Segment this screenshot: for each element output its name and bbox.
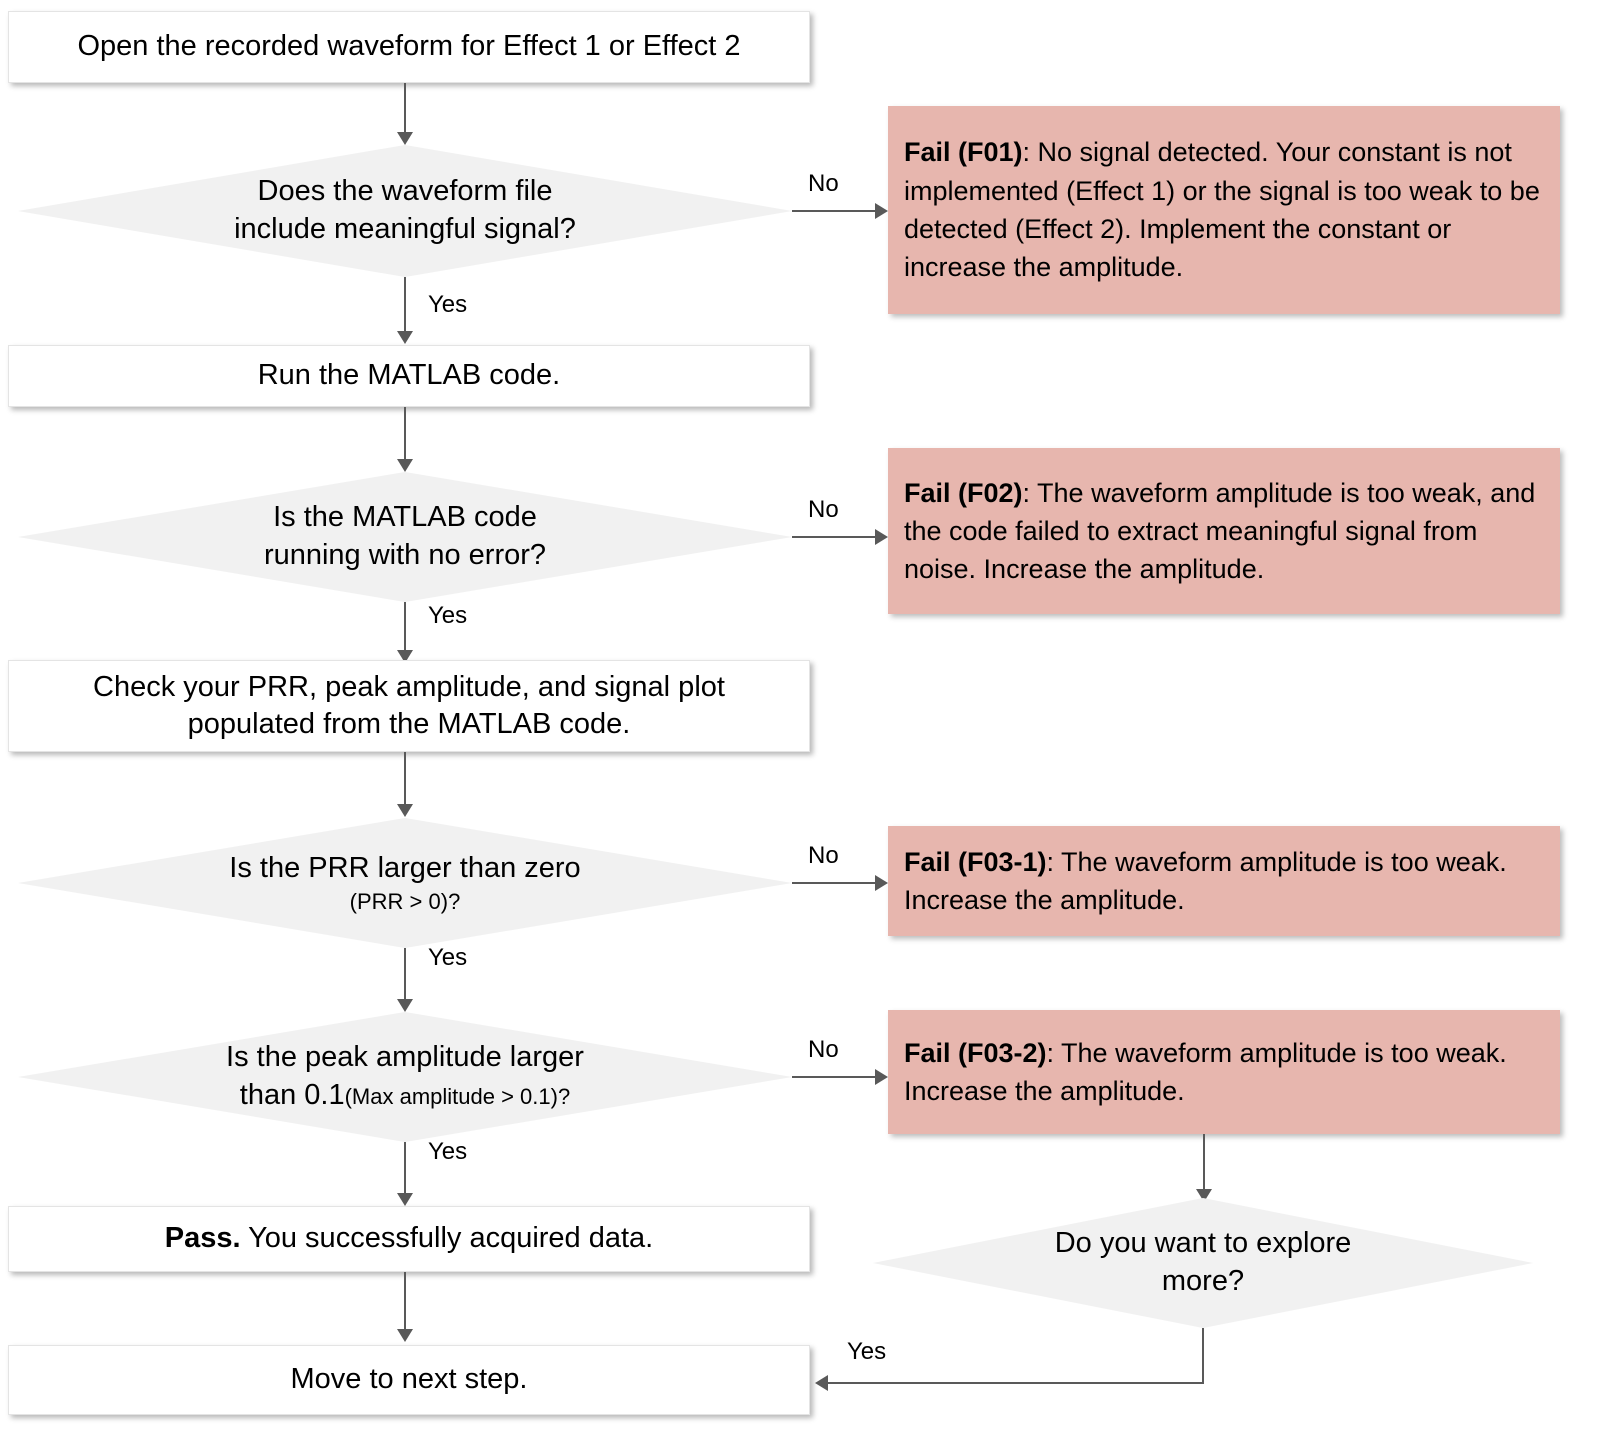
node-decision-meaningful-signal[interactable]: Does the waveform file include meaningfu… — [18, 145, 792, 277]
node-fail-f03-2-text: Fail (F03-2): The waveform amplitude is … — [904, 1034, 1544, 1111]
node-fail-f03-1-text: Fail (F03-1): The waveform amplitude is … — [904, 843, 1544, 920]
node-run-matlab-label: Run the MATLAB code. — [257, 359, 561, 392]
node-fail-f03-1-body: : The waveform amplitude is too weak. In… — [904, 846, 1507, 915]
node-next-step[interactable]: Move to next step. — [8, 1345, 810, 1415]
edge-label-d3-yes: Yes — [428, 944, 468, 971]
node-fail-f03-1[interactable]: Fail (F03-1): The waveform amplitude is … — [888, 826, 1560, 936]
edge-label-d2-no: No — [808, 496, 839, 523]
edge-d1-yes-arrowhead — [397, 331, 413, 344]
node-pass[interactable]: Pass. You successfully acquired data. — [8, 1206, 810, 1272]
edge-d3-yes-arrowhead — [397, 999, 413, 1012]
node-pass-text: Pass. You successfully acquired data. — [165, 1220, 654, 1257]
node-decision-explore-more-line2: more? — [1161, 1265, 1245, 1297]
node-fail-f03-2-tag: Fail (F03-2) — [904, 1037, 1047, 1068]
node-pass-tag: Pass. — [164, 1222, 241, 1255]
node-decision-meaningful-signal-line2: include meaningful signal? — [234, 213, 576, 245]
node-fail-f03-2-body: : The waveform amplitude is too weak. In… — [904, 1037, 1507, 1106]
node-decision-prr-positive[interactable]: Is the PRR larger than zero (PRR > 0)? — [18, 818, 792, 948]
node-check-prr-line1: Check your PRR, peak amplitude, and sign… — [93, 670, 725, 703]
edge-label-d2-yes: Yes — [428, 602, 468, 629]
edge-start-to-d1 — [404, 83, 406, 133]
node-fail-f02[interactable]: Fail (F02): The waveform amplitude is to… — [888, 448, 1560, 614]
edge-d3-no — [792, 882, 876, 884]
edge-d5-yes-arrowhead — [815, 1375, 828, 1391]
node-decision-explore-more-line1: Do you want to explore — [1054, 1227, 1352, 1260]
edge-d1-yes — [404, 277, 406, 332]
node-decision-peak-amplitude[interactable]: Is the peak amplitude larger than 0.1(Ma… — [18, 1012, 792, 1142]
node-start-label: Open the recorded waveform for Effect 1 … — [77, 30, 741, 63]
node-decision-no-error-line1: Is the MATLAB code — [273, 501, 537, 534]
node-decision-prr-positive-line1: Is the PRR larger than zero — [229, 851, 581, 884]
edge-d2-no-arrowhead — [875, 529, 888, 545]
edge-label-d5-yes: Yes — [847, 1338, 887, 1365]
node-decision-meaningful-signal-line1: Does the waveform file — [257, 175, 553, 208]
node-decision-peak-amplitude-line1: Is the peak amplitude larger — [226, 1041, 584, 1074]
node-fail-f03-2[interactable]: Fail (F03-2): The waveform amplitude is … — [888, 1010, 1560, 1134]
edge-pass-to-next — [404, 1272, 406, 1330]
edge-d1-no-arrowhead — [875, 203, 888, 219]
edge-d3-no-arrowhead — [875, 875, 888, 891]
edge-d5-yes-vertical — [1202, 1328, 1204, 1383]
edge-d2-yes — [404, 602, 406, 652]
edge-label-d1-no: No — [808, 170, 839, 197]
node-decision-no-error[interactable]: Is the MATLAB code running with no error… — [18, 472, 792, 602]
node-pass-body: You successfully acquired data. — [240, 1222, 654, 1255]
edge-d4-no-arrowhead — [875, 1069, 888, 1085]
node-decision-peak-amplitude-line2-small: (Max amplitude > 0.1)? — [344, 1084, 571, 1109]
node-fail-f03-1-tag: Fail (F03-1) — [904, 846, 1047, 877]
node-fail-f02-body: : The waveform amplitude is too weak, an… — [904, 477, 1536, 585]
edge-label-d3-no: No — [808, 842, 839, 869]
node-fail-f01[interactable]: Fail (F01): No signal detected. Your con… — [888, 106, 1560, 314]
edge-p2-to-d3-arrowhead — [397, 804, 413, 817]
edge-label-d4-yes: Yes — [428, 1138, 468, 1165]
node-check-prr[interactable]: Check your PRR, peak amplitude, and sign… — [8, 660, 810, 752]
node-fail-f02-tag: Fail (F02) — [904, 477, 1023, 508]
edge-p1-to-d2-arrowhead — [397, 459, 413, 472]
edge-d5-yes-horizontal — [828, 1382, 1204, 1384]
edge-d4-no — [792, 1076, 876, 1078]
edge-label-d4-no: No — [808, 1036, 839, 1063]
node-decision-peak-amplitude-line2-main: than 0.1 — [239, 1079, 345, 1111]
node-fail-f01-tag: Fail (F01) — [904, 137, 1023, 168]
edge-d1-no — [792, 210, 876, 212]
node-run-matlab[interactable]: Run the MATLAB code. — [8, 345, 810, 407]
node-fail-f02-text: Fail (F02): The waveform amplitude is to… — [904, 474, 1544, 589]
edge-p2-to-d3 — [404, 752, 406, 805]
edge-d2-yes-arrowhead — [397, 650, 413, 663]
edge-f03-2-to-d5 — [1203, 1134, 1205, 1190]
edge-d3-yes — [404, 948, 406, 1000]
node-decision-prr-positive-line2: (PRR > 0)? — [349, 888, 461, 914]
node-check-prr-line2: populated from the MATLAB code. — [187, 708, 631, 740]
edge-p1-to-d2 — [404, 407, 406, 460]
node-start[interactable]: Open the recorded waveform for Effect 1 … — [8, 11, 810, 83]
edge-label-d1-yes: Yes — [428, 291, 468, 318]
node-decision-no-error-line2: running with no error? — [263, 539, 547, 571]
edge-d4-yes-arrowhead — [397, 1193, 413, 1206]
node-next-step-label: Move to next step. — [290, 1363, 528, 1396]
node-decision-explore-more[interactable]: Do you want to explore more? — [873, 1198, 1533, 1328]
edge-pass-to-next-arrowhead — [397, 1329, 413, 1342]
edge-d4-yes — [404, 1142, 406, 1194]
node-check-prr-text: Check your PRR, peak amplitude, and sign… — [93, 669, 725, 743]
node-fail-f01-body: : No signal detected. Your constant is n… — [904, 137, 1540, 283]
edge-d2-no — [792, 536, 876, 538]
node-fail-f01-text: Fail (F01): No signal detected. Your con… — [904, 133, 1544, 286]
edge-start-to-d1-arrowhead — [397, 132, 413, 145]
